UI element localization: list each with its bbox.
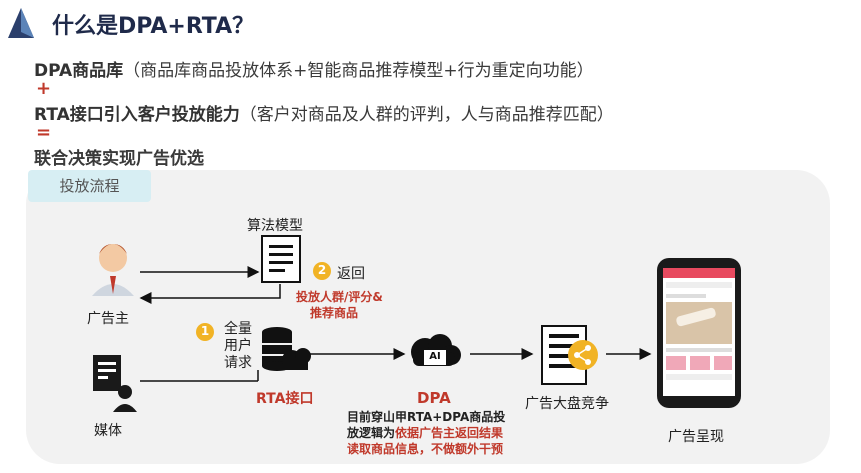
step-1-badge	[196, 323, 214, 341]
step-2-badge	[313, 262, 331, 280]
media-icon	[93, 355, 137, 412]
plus-sign: +	[36, 78, 52, 99]
arrow-rta-to-advertiser	[139, 284, 281, 304]
step-2-detail-2: 推荐商品	[310, 306, 359, 320]
phone-mockup-icon	[657, 258, 741, 408]
market-server-icon	[541, 325, 598, 385]
dpa-note-1: 目前穿山甲RTA+DPA商品投	[347, 410, 506, 424]
step-2-detail-1: 投放人群/评分&	[296, 290, 383, 304]
line-dpa: DPA商品库（商品库商品投放体系+智能商品推荐模型+行为重定向功能）	[34, 61, 594, 81]
media-label: 媒体	[94, 423, 122, 439]
rta-database-icon	[262, 327, 311, 371]
step-1-line-3: 请求	[224, 355, 252, 371]
market-label: 广告大盘竞争	[525, 396, 609, 412]
ai-cloud-icon	[411, 334, 461, 366]
step-2-label: 返回	[337, 266, 365, 282]
algorithm-doc-icon	[261, 235, 301, 283]
tab-flow[interactable]: 投放流程	[28, 170, 151, 202]
dpa-note-2: 放逻辑为依据广告主返回结果	[347, 426, 504, 440]
dpa-label: DPA	[417, 389, 451, 407]
step-2-number: 2	[317, 263, 327, 277]
line-rta: RTA接口引入客户投放能力（客户对商品及人群的评判，人与商品推荐匹配）	[34, 105, 614, 125]
rta-label: RTA接口	[256, 391, 314, 407]
step-1-line-2: 用户	[224, 338, 252, 354]
brand-logo-icon	[8, 8, 34, 38]
ai-text: AI	[429, 351, 441, 362]
advertiser-icon	[92, 244, 134, 296]
dpa-note-3: 读取商品信息，不做额外干预	[347, 442, 504, 456]
page-title: 什么是DPA+RTA？	[52, 14, 255, 39]
algo-label: 算法模型	[247, 218, 303, 234]
line-result: 联合决策实现广告优选	[34, 149, 204, 169]
step-1-number: 1	[200, 324, 210, 338]
advertiser-label: 广告主	[87, 311, 129, 327]
equals-sign: =	[36, 122, 52, 143]
step-1-line-1: 全量	[224, 321, 252, 337]
display-label: 广告呈现	[668, 429, 724, 445]
